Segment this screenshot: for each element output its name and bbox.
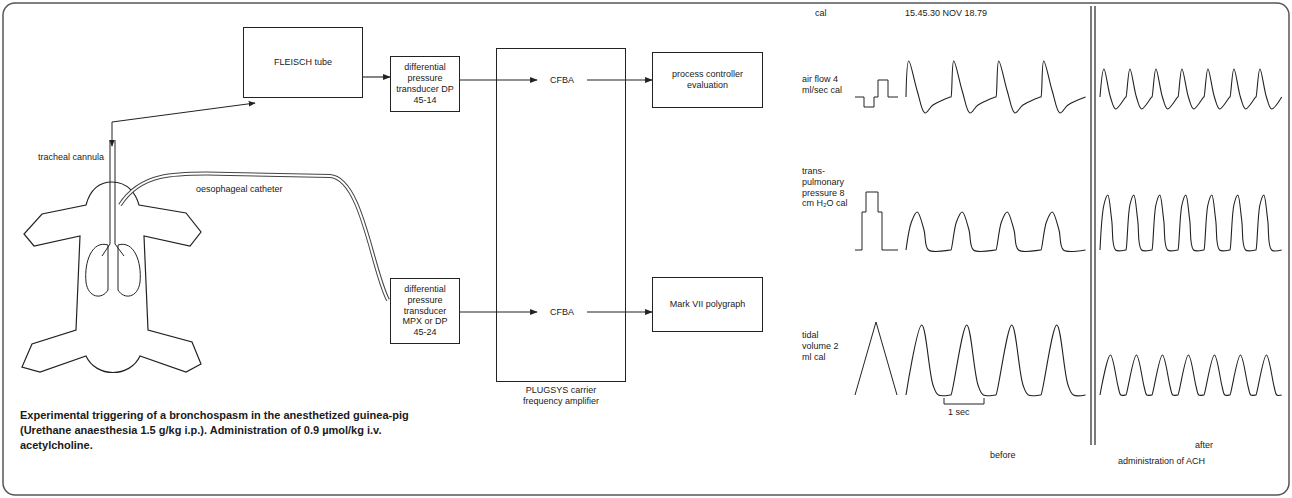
node-text: FLEISCH tube xyxy=(274,57,332,68)
signal-arrow xyxy=(460,311,537,312)
node-text: PLUGSYS carrier frequency amplifier xyxy=(516,385,606,407)
separator xyxy=(1094,6,1095,445)
label: trans-pulmonary pressure 8 cm H₂O cal xyxy=(802,166,852,209)
label: 15.45.30 NOV 18.79 xyxy=(905,8,1025,19)
amplifier-box: PLUGSYS carrier frequency amplifierCFBAC… xyxy=(496,48,626,382)
label: 1 sec xyxy=(948,407,988,418)
node-text: Mark VII polygraph xyxy=(670,299,746,310)
cal-trace xyxy=(855,192,898,250)
volume-trace xyxy=(1100,355,1282,395)
signal-arrow xyxy=(587,79,652,80)
cal-trace xyxy=(855,80,898,107)
label: cal xyxy=(815,8,845,19)
volume-trace xyxy=(906,325,1086,396)
pressure-trace xyxy=(906,212,1086,252)
node-text: CFBA xyxy=(550,307,574,318)
time-bar xyxy=(944,398,984,404)
label: oesophageal catheter xyxy=(196,184,316,195)
oesophageal-catheter xyxy=(120,173,388,300)
process-box: differential pressure transducer MPX or … xyxy=(390,278,460,344)
trachea xyxy=(102,140,124,256)
process-box: Mark VII polygraph xyxy=(652,277,763,332)
animal-outline xyxy=(22,182,201,373)
amplifier-channel: CFBA xyxy=(537,65,587,95)
pressure-trace xyxy=(1100,195,1282,251)
label: air flow 4 ml/sec cal xyxy=(802,74,850,96)
oesophageal-catheter xyxy=(120,173,388,300)
airflow-trace xyxy=(906,61,1086,113)
tracheal-cannula-line xyxy=(112,103,255,146)
label: tidal volume 2 ml cal xyxy=(802,330,850,362)
process-box: FLEISCH tube xyxy=(243,27,363,98)
cal-trace xyxy=(855,322,897,395)
process-box: process controller evaluation xyxy=(652,52,763,108)
signal-arrow xyxy=(587,311,652,312)
label: administration of ACH xyxy=(1118,456,1248,467)
node-text: differential pressure transducer MPX or … xyxy=(395,284,455,338)
node-text: differential pressure transducer DP 45-1… xyxy=(395,62,455,105)
signal-arrow xyxy=(460,79,537,80)
node-text: process controller evaluation xyxy=(657,69,758,91)
process-box: differential pressure transducer DP 45-1… xyxy=(390,56,460,112)
label: after xyxy=(1195,440,1235,451)
label: tracheal cannula xyxy=(38,152,110,163)
separator xyxy=(1090,6,1091,445)
airflow-trace xyxy=(1100,69,1282,109)
amplifier-channel: CFBA xyxy=(537,297,587,327)
caption: Experimental triggering of a bronchospas… xyxy=(20,408,430,453)
signal-arrow xyxy=(363,76,390,77)
label: before xyxy=(990,450,1040,461)
node-text: CFBA xyxy=(550,75,574,86)
frame xyxy=(3,3,1289,495)
